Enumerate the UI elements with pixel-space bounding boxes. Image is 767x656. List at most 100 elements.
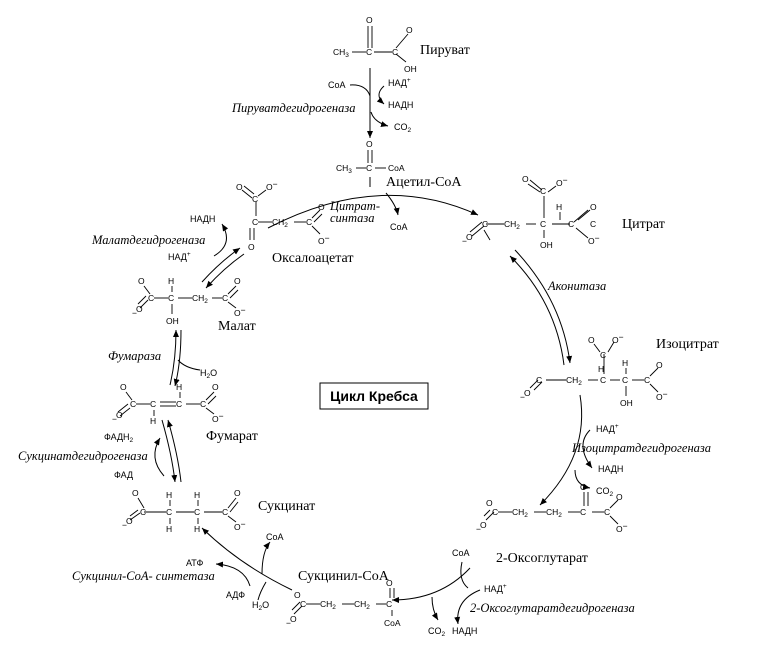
- cycle-title: Цикл Кребса: [330, 388, 418, 404]
- svg-text:O: O: [126, 516, 133, 526]
- svg-text:C: C: [200, 399, 206, 409]
- svg-text:C: C: [168, 293, 174, 303]
- svg-text:O: O: [588, 335, 595, 345]
- cs-coa-out: [385, 192, 400, 216]
- svg-text:O: O: [318, 202, 325, 212]
- fumarase-arrow-back: [173, 329, 182, 387]
- svg-text:O: O: [236, 182, 243, 192]
- svg-text:CH2: CH2: [272, 217, 288, 229]
- svg-text:O−: O−: [266, 179, 278, 192]
- malate-structure: − O C C CH2 C H OH O O O−: [132, 276, 246, 326]
- svg-text:C: C: [306, 217, 312, 227]
- svg-text:H: H: [166, 490, 172, 500]
- svg-text:CH2: CH2: [504, 219, 520, 231]
- label-isocitrate: Изоцитрат: [656, 337, 719, 352]
- enzyme-aconitase: Аконитаза: [547, 279, 606, 293]
- svg-text:O−: O−: [588, 233, 600, 246]
- svg-text:C: C: [604, 507, 610, 517]
- cofactor-coa-ogdh: CoA: [452, 548, 470, 558]
- enzyme-fumarase: Фумараза: [108, 349, 161, 363]
- svg-text:O: O: [248, 242, 255, 252]
- svg-text:C: C: [482, 219, 488, 229]
- cofactor-nadh-mdh: НАДН: [190, 214, 215, 224]
- mdh-arrow-forward: [201, 247, 241, 283]
- svg-text:CH2: CH2: [512, 507, 528, 519]
- enzyme-citrate-synthase-1: Цитрат-: [329, 199, 380, 213]
- oxoglutarate-structure: − O C CH2 CH2 C C O O O− O: [476, 482, 628, 534]
- svg-text:CoA: CoA: [388, 163, 405, 173]
- svg-text:H: H: [166, 524, 172, 534]
- label-malate: Малат: [218, 319, 256, 334]
- svg-text:−: −: [520, 392, 525, 402]
- scs-h2o-in: [257, 581, 267, 601]
- svg-text:OH: OH: [404, 64, 417, 74]
- svg-text:O−: O−: [234, 519, 246, 532]
- svg-text:O: O: [116, 410, 123, 420]
- cofactor-nad-mdh: НАД+: [168, 251, 191, 262]
- cofactor-nadh-ogdh: НАДН: [452, 626, 477, 636]
- cofactor-atp: АТФ: [186, 558, 203, 568]
- icdh-co2-out: [574, 469, 591, 490]
- cofactor-coa-pdh: CoA: [328, 80, 346, 90]
- cofactor-nadh-pdh: НАДН: [388, 100, 413, 110]
- svg-text:C: C: [568, 219, 574, 229]
- svg-text:H: H: [176, 382, 182, 392]
- isocitrate-structure: − O C CH2 C C H C C O O− OH O O− H: [520, 332, 668, 408]
- pdh-nad-arc: [376, 85, 385, 105]
- citrate-structure: − O C CH2 C C H C O O− OH O O− C: [462, 174, 600, 250]
- fumarase-h2o-in: [177, 359, 201, 371]
- cofactor-co2-icdh: CO2: [596, 486, 614, 498]
- enzyme-malate-dh: Малатдегидрогеназа: [91, 233, 205, 247]
- svg-text:C: C: [140, 507, 146, 517]
- svg-text:C: C: [600, 350, 606, 360]
- pyruvate-structure: CH3 C C O O OH: [333, 15, 417, 74]
- svg-text:C: C: [252, 194, 258, 204]
- svg-text:CH3: CH3: [336, 163, 352, 175]
- fumarate-structure: − O C C C C H H O O O−: [112, 382, 224, 426]
- svg-text:O−: O−: [556, 175, 568, 188]
- svg-text:H: H: [622, 358, 628, 368]
- svg-text:C: C: [366, 163, 372, 173]
- svg-text:C: C: [366, 47, 372, 57]
- sdh-arrow-forward: [167, 419, 182, 483]
- svg-text:O: O: [656, 360, 663, 370]
- svg-text:O−: O−: [656, 389, 668, 402]
- svg-text:C: C: [580, 507, 586, 517]
- cofactor-co2-pdh: CO2: [394, 122, 412, 134]
- enzyme-citrate-synthase-2: синтаза: [330, 211, 375, 225]
- cycle-arc-isocitrate-oxoglutarate: [539, 394, 583, 506]
- cofactor-co2-ogdh: CO2: [428, 626, 446, 638]
- svg-text:C: C: [252, 217, 258, 227]
- cofactor-coa-scs: CoA: [266, 532, 284, 542]
- title-box: [319, 382, 429, 410]
- fumarase-arrow-forward: [169, 329, 179, 386]
- svg-text:C: C: [392, 47, 398, 57]
- svg-text:OH: OH: [166, 316, 179, 326]
- svg-text:O: O: [120, 382, 127, 392]
- svg-text:C: C: [300, 599, 306, 609]
- cofactor-fad: ФАД: [114, 470, 133, 480]
- pdh-co2-out: [370, 111, 389, 127]
- enzyme-isocitrate-dh: Изоцитратдегидрогеназа: [571, 441, 711, 455]
- svg-text:CH2: CH2: [320, 599, 336, 611]
- svg-text:C: C: [540, 186, 546, 196]
- svg-text:−: −: [122, 520, 127, 530]
- svg-text:OH: OH: [540, 240, 553, 250]
- label-fumarate: Фумарат: [206, 429, 258, 444]
- svg-text:O: O: [616, 492, 623, 502]
- enzyme-oxoglutarate-dh: 2-Оксоглутаратдегидрогеназа: [470, 601, 635, 615]
- svg-text:−: −: [132, 308, 137, 318]
- svg-text:C: C: [222, 507, 228, 517]
- svg-text:C: C: [166, 507, 172, 517]
- aconitase-arrow-back: [509, 255, 565, 366]
- cofactor-nad-ogdh: НАД+: [484, 583, 507, 594]
- svg-text:O: O: [386, 578, 393, 588]
- acetylcoa-structure: CH3 C O CoA: [336, 139, 405, 175]
- svg-text:C: C: [590, 219, 596, 229]
- icdh-nad-arc: [582, 429, 593, 469]
- pdh-coa-in: [349, 84, 371, 97]
- cycle-arc-oaa-citrate: [267, 194, 479, 229]
- svg-text:C: C: [222, 293, 228, 303]
- cofactor-coa-cs: CoA: [390, 222, 408, 232]
